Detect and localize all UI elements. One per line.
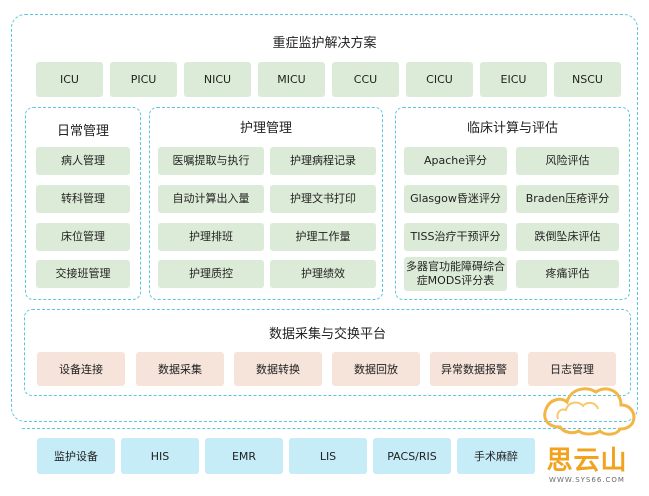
transfer-management[interactable]: 转科管理: [36, 185, 130, 213]
glasgow-score[interactable]: Glasgow昏迷评分: [404, 185, 507, 213]
unit-picu[interactable]: PICU: [110, 62, 177, 97]
cloud-logo-icon: [543, 387, 636, 436]
watermark-url: WWW.SYS66.COM: [549, 476, 625, 484]
device-connection[interactable]: 设备连接: [37, 352, 125, 386]
daily-management-title: 日常管理: [56, 124, 109, 139]
data-playback[interactable]: 数据回放: [332, 352, 420, 386]
nursing-performance[interactable]: 护理绩效: [270, 260, 376, 288]
system-connector-line: [22, 428, 626, 439]
nursing-management-title: 护理管理: [239, 121, 292, 136]
solution-outer-frame: [11, 14, 638, 422]
order-execution[interactable]: 医嘱提取与执行: [158, 147, 264, 175]
unit-nicu[interactable]: NICU: [184, 62, 251, 97]
data-platform-title: 数据采集与交换平台: [268, 327, 386, 342]
intake-output-calc[interactable]: 自动计算出入量: [158, 185, 264, 213]
daily-management-panel: [25, 107, 141, 300]
nursing-document-print[interactable]: 护理文书打印: [270, 185, 376, 213]
nursing-record[interactable]: 护理病程记录: [270, 147, 376, 175]
watermark-brand-name: 思云山: [546, 446, 628, 476]
data-conversion[interactable]: 数据转换: [234, 352, 322, 386]
tiss-score[interactable]: TISS治疗干预评分: [404, 223, 507, 251]
unit-icu[interactable]: ICU: [36, 62, 103, 97]
log-management[interactable]: 日志管理: [528, 352, 616, 386]
system-anesthesia[interactable]: 手术麻醉: [457, 438, 535, 474]
risk-assessment[interactable]: 风险评估: [516, 147, 619, 175]
system-his[interactable]: HIS: [121, 438, 199, 474]
system-monitor-device[interactable]: 监护设备: [37, 438, 115, 474]
handover-management[interactable]: 交接班管理: [36, 260, 130, 288]
data-collection[interactable]: 数据采集: [136, 352, 224, 386]
unit-eicu[interactable]: EICU: [480, 62, 547, 97]
abnormal-data-alarm[interactable]: 异常数据报警: [430, 352, 518, 386]
system-lis[interactable]: LIS: [289, 438, 367, 474]
pain-assessment[interactable]: 疼痛评估: [516, 260, 619, 288]
apache-score[interactable]: Apache评分: [404, 147, 507, 175]
clinical-assessment-panel: [395, 107, 630, 300]
solution-title: 重症监护解决方案: [272, 36, 377, 51]
clinical-assessment-title: 临床计算与评估: [466, 121, 558, 136]
system-emr[interactable]: EMR: [205, 438, 283, 474]
mods-score[interactable]: 多器官功能障碍综合症MODS评分表: [404, 257, 507, 291]
nursing-schedule[interactable]: 护理排班: [158, 223, 264, 251]
patient-management[interactable]: 病人管理: [36, 147, 130, 175]
nursing-quality-control[interactable]: 护理质控: [158, 260, 264, 288]
unit-nscu[interactable]: NSCU: [554, 62, 621, 97]
fall-risk-assessment[interactable]: 跌倒坠床评估: [516, 223, 619, 251]
nursing-management-panel: [149, 107, 383, 300]
nursing-workload[interactable]: 护理工作量: [270, 223, 376, 251]
system-pacs-ris[interactable]: PACS/RIS: [373, 438, 451, 474]
data-platform-panel: [24, 309, 631, 396]
bed-management[interactable]: 床位管理: [36, 223, 130, 251]
unit-cicu[interactable]: CICU: [406, 62, 473, 97]
unit-ccu[interactable]: CCU: [332, 62, 399, 97]
braden-score[interactable]: Braden压疮评分: [516, 185, 619, 213]
unit-micu[interactable]: MICU: [258, 62, 325, 97]
